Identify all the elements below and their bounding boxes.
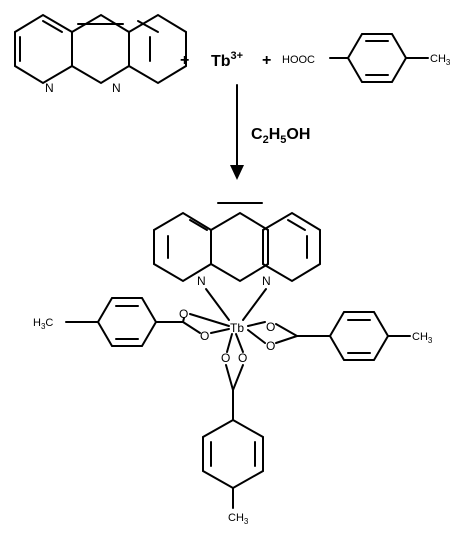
left-methyl-label: H3C <box>33 317 53 331</box>
complex-nitrogen-right: N <box>262 274 271 288</box>
acid-methyl-label: CH3 <box>430 53 451 67</box>
complex-phenanthroline: N N <box>153 202 321 288</box>
phen-nitrogen-right: N <box>112 81 121 95</box>
terbium-ion: Tb3+ <box>211 50 243 70</box>
right-methyl-label: CH3 <box>412 331 433 345</box>
bottom-methyl-label: CH3 <box>228 512 249 526</box>
plus-sign-1: + <box>180 52 189 69</box>
phen-nitrogen-left: N <box>45 81 54 95</box>
right-oxygen-top: O <box>266 320 275 334</box>
product-complex: N N Tb O O H3C O O <box>33 202 433 526</box>
reactant-phenanthroline: N N <box>14 13 187 95</box>
acid-carboxyl-label: HOOC <box>282 54 315 66</box>
complex-metal-terbium: Tb <box>230 321 244 335</box>
complex-nitrogen-left: N <box>197 274 206 288</box>
reaction-arrow <box>230 84 244 180</box>
bottom-oxygen-left: O <box>221 351 230 365</box>
left-carboxylate-ligand: O O H3C <box>33 297 230 347</box>
bottom-oxygen-right: O <box>238 351 247 365</box>
right-oxygen-bottom: O <box>266 339 275 353</box>
solvent-label: C2H5OH <box>251 126 310 146</box>
plus-sign-2: + <box>262 52 271 69</box>
bottom-carboxylate-ligand: O O CH3 <box>202 333 264 526</box>
right-carboxylate-ligand: O O CH3 <box>247 311 433 361</box>
left-oxygen-bottom: O <box>200 329 209 343</box>
reactant-toluic-acid: HOOC CH3 <box>282 33 451 83</box>
left-oxygen-top: O <box>179 307 188 321</box>
